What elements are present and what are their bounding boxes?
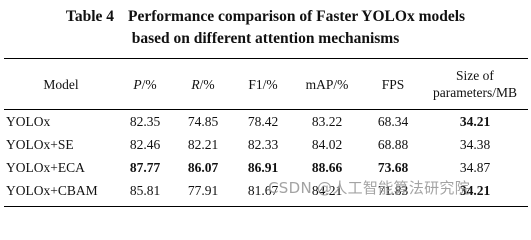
caption-title-line-1: Performance comparison of Faster YOLOx m… xyxy=(128,8,466,25)
header-r-unit: /% xyxy=(199,76,215,92)
fps-cell: 68.34 xyxy=(377,114,409,129)
header-recall: R/% xyxy=(174,60,232,108)
header-size-line-1: Size of xyxy=(456,68,494,83)
f1-cell: 86.91 xyxy=(247,160,279,175)
top-rule xyxy=(4,58,528,60)
map-cell: 88.66 xyxy=(311,160,343,175)
map-cell: 84.02 xyxy=(311,137,343,152)
header-size-line-2: parameters/MB xyxy=(433,85,517,100)
table-row: YOLOx+ECA 87.77 86.07 86.91 88.66 73.68 34.87 xyxy=(0,157,531,179)
header-rule xyxy=(4,109,528,110)
table-number: Table 4 xyxy=(65,8,115,25)
header-fps-label: FPS xyxy=(381,76,405,92)
header-f1-label: F1/% xyxy=(248,76,278,92)
header-map-label: mAP/% xyxy=(305,76,349,92)
caption-line-1: Table 4 Performance comparison of Faster … xyxy=(0,6,531,28)
fps-cell: 68.88 xyxy=(377,137,409,152)
table-row: YOLOx 82.35 74.85 78.42 83.22 68.34 34.21 xyxy=(0,111,531,133)
model-cell: YOLOx xyxy=(6,114,51,129)
table-row: YOLOx+CBAM 85.81 77.91 81.67 84.21 71.83 34.21 xyxy=(0,180,531,202)
header-model-label: Model xyxy=(43,76,79,92)
recall-cell: 77.91 xyxy=(187,183,219,198)
header-model: Model xyxy=(6,60,116,108)
size-cell: 34.21 xyxy=(459,114,491,129)
table-page: Table 4 Performance comparison of Faster … xyxy=(0,6,531,208)
table-header-row: Model P/% R/% F1/% mAP/% FPS Size of par… xyxy=(0,60,531,108)
precision-cell: 82.46 xyxy=(129,137,161,152)
precision-cell: 82.35 xyxy=(129,114,161,129)
header-p-symbol: P xyxy=(133,76,142,92)
header-map: mAP/% xyxy=(294,60,360,108)
header-size: Size of parameters/MB xyxy=(426,60,524,108)
map-cell: 83.22 xyxy=(311,114,343,129)
f1-cell: 82.33 xyxy=(247,137,279,152)
fps-cell: 73.68 xyxy=(377,160,409,175)
f1-cell: 78.42 xyxy=(247,114,279,129)
recall-cell: 74.85 xyxy=(187,114,219,129)
model-cell: YOLOx+ECA xyxy=(6,160,85,175)
header-r-symbol: R xyxy=(191,76,200,92)
map-cell: 84.21 xyxy=(311,183,343,198)
watermark: CSDN @人工智能算法研究院 xyxy=(268,179,471,197)
header-p-unit: /% xyxy=(141,76,157,92)
size-cell: 34.38 xyxy=(459,137,491,152)
recall-cell: 86.07 xyxy=(187,160,219,175)
model-cell: YOLOx+SE xyxy=(6,137,74,152)
f1-cell: 81.67 xyxy=(247,183,279,198)
table-row: YOLOx+SE 82.46 82.21 82.33 84.02 68.88 34.38 xyxy=(0,134,531,156)
precision-cell: 87.77 xyxy=(129,160,161,175)
model-cell: YOLOx+CBAM xyxy=(6,183,98,198)
size-cell: 34.21 xyxy=(459,183,491,198)
header-precision: P/% xyxy=(116,60,174,108)
precision-cell: 85.81 xyxy=(129,183,161,198)
header-fps: FPS xyxy=(360,60,426,108)
size-cell: 34.87 xyxy=(459,160,491,175)
table-caption: Table 4 Performance comparison of Faster … xyxy=(0,6,531,50)
caption-title-line-2: based on different attention mechanisms xyxy=(131,30,400,47)
bottom-rule xyxy=(4,206,528,208)
header-f1: F1/% xyxy=(232,60,294,108)
fps-cell: 71.83 xyxy=(377,183,409,198)
recall-cell: 82.21 xyxy=(187,137,219,152)
